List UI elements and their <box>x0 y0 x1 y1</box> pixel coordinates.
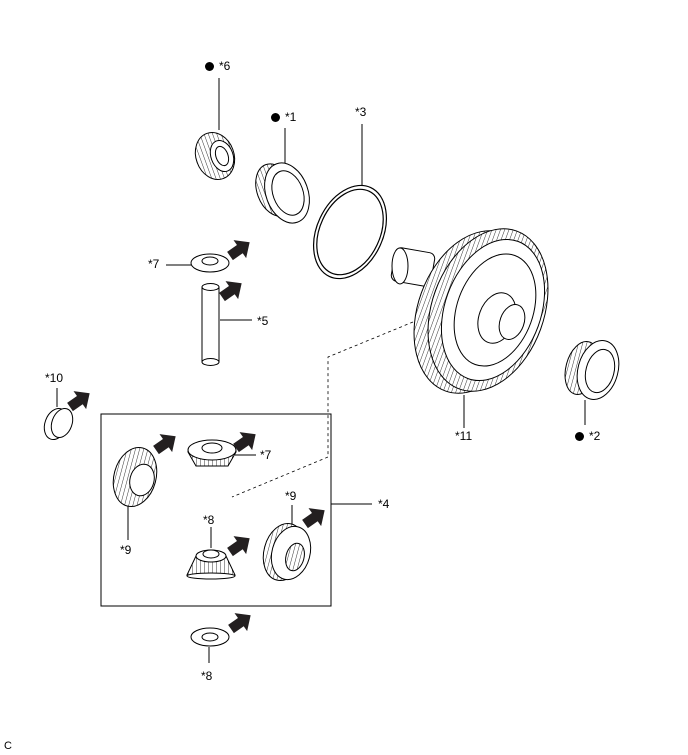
callout-8-upper: *7 <box>148 257 159 271</box>
callout-label: *8 <box>201 669 213 683</box>
leader-lines <box>56 78 586 663</box>
arrow-icon <box>215 274 248 307</box>
part-8-thrust-washer-lower <box>190 627 230 647</box>
callout-label: *8 <box>203 513 215 527</box>
part-7-pinion-gear-upper <box>187 439 237 467</box>
callout-7-lower: *8 <box>203 513 214 527</box>
dashed-axis-line <box>231 321 414 498</box>
callout-label: *9 <box>285 489 297 503</box>
arrow-icon <box>224 606 257 639</box>
callout-8-lower: *8 <box>201 669 212 683</box>
callout-4: *4 <box>378 497 389 511</box>
callout-label: *6 <box>219 59 231 73</box>
callout-11: *11 <box>455 429 472 443</box>
callout-5: *5 <box>257 314 268 328</box>
part-5-pinion-shaft <box>201 283 220 366</box>
arrow-icon <box>298 501 331 534</box>
callout-2: *2 <box>575 429 600 443</box>
part-9-side-gear-left <box>112 447 158 507</box>
differential-case-box <box>100 413 332 607</box>
callout-label: *5 <box>257 314 269 328</box>
corner-code-label: C <box>4 740 12 752</box>
callout-label: *3 <box>355 105 367 119</box>
callout-9-left: *9 <box>120 543 131 557</box>
callout-label: *11 <box>455 429 473 443</box>
arrow-icon <box>149 427 182 460</box>
callout-label: *9 <box>120 543 132 557</box>
marker-dot-icon <box>575 431 584 441</box>
callout-label: *2 <box>589 429 601 443</box>
part-9-side-gear-right <box>262 523 312 581</box>
part-10-bushing <box>43 407 74 440</box>
callout-label: *7 <box>148 257 160 271</box>
marker-dot-icon <box>205 61 214 71</box>
part-3-shim-ring <box>313 184 387 280</box>
part-7-pinion-gear-lower <box>186 549 236 580</box>
callout-7-upper: *7 <box>260 448 271 462</box>
callout-10: *10 <box>45 371 63 385</box>
callout-label: *7 <box>260 448 272 462</box>
corner-code: C <box>4 740 12 752</box>
part-1-tapered-roller-bearing <box>255 162 310 224</box>
arrow-icon <box>223 529 256 562</box>
part-6-speedometer-gear <box>194 132 236 180</box>
part-2-tapered-roller-bearing <box>564 340 620 400</box>
callout-3: *3 <box>355 105 366 119</box>
part-11-ring-gear <box>390 228 549 394</box>
callout-label: *4 <box>378 497 390 511</box>
callout-label: *10 <box>45 371 64 385</box>
callout-1: *1 <box>271 110 296 124</box>
callout-9-right: *9 <box>285 489 296 503</box>
marker-dot-icon <box>271 112 280 122</box>
part-8-thrust-washer-upper <box>190 253 230 273</box>
callout-label: *1 <box>285 110 297 124</box>
callout-6: *6 <box>205 59 230 73</box>
